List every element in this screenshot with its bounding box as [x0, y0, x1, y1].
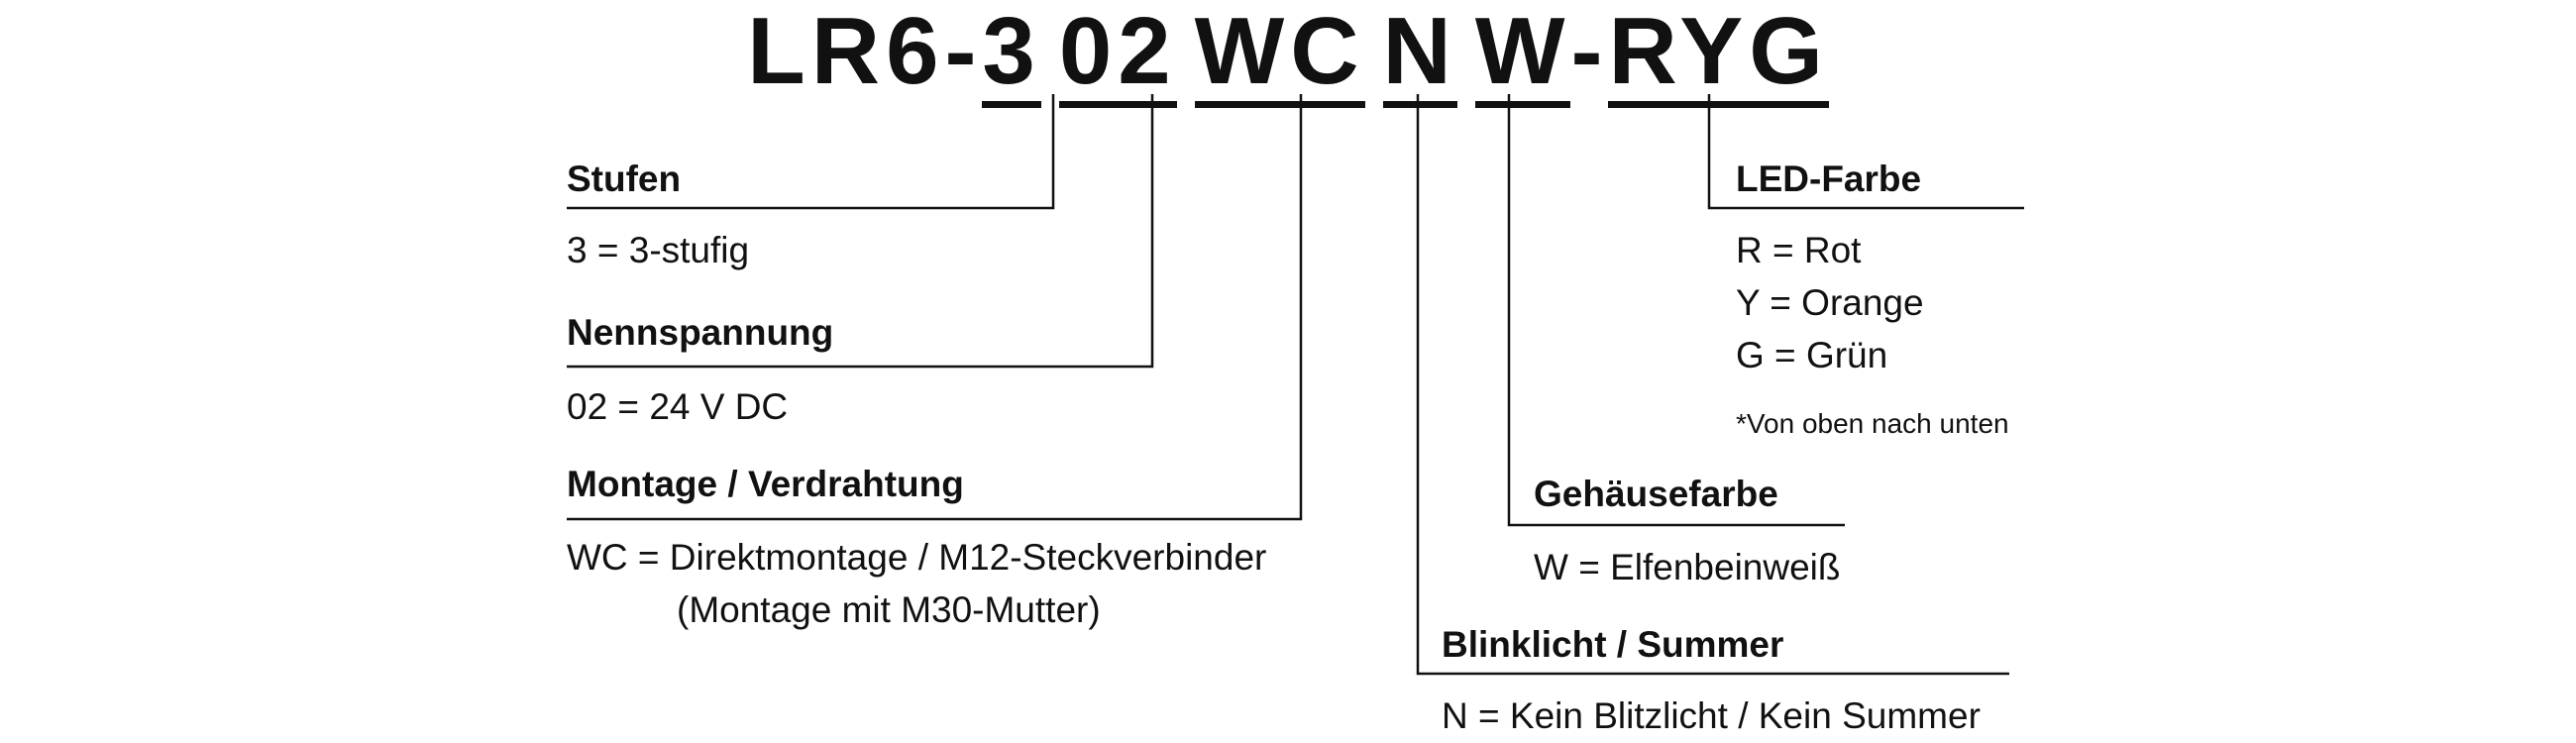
- section-voltage-heading: Nennspannung: [567, 312, 834, 353]
- section-led-heading: LED-Farbe: [1736, 159, 1922, 199]
- model-segment-steps: 3: [982, 4, 1041, 108]
- section-mounting-value-line1: WC = Direktmontage / M12-Steckverbinder: [567, 537, 1267, 578]
- section-mounting-heading: Montage / Verdrahtung: [567, 464, 964, 504]
- model-segment-voltage: 02: [1058, 4, 1177, 108]
- section-housing-value: W = Elfenbeinweiß: [1534, 547, 1841, 587]
- model-dash: -: [1570, 0, 1609, 104]
- connector-flash: [1416, 94, 2009, 676]
- connector-led: [1707, 94, 2024, 210]
- model-segment-led: RYG: [1608, 4, 1829, 108]
- connector-housing: [1507, 94, 1845, 527]
- section-mounting-value-line2: (Montage mit M30-Mutter): [677, 589, 1101, 630]
- section-flash-value: N = Kein Blitzlicht / Kein Summer: [1442, 695, 1981, 736]
- section-steps-value: 3 = 3-stufig: [567, 230, 750, 270]
- section-led-note: *Von oben nach unten: [1736, 408, 2009, 439]
- section-voltage-value: 02 = 24 V DC: [567, 386, 789, 427]
- connector-voltage: [567, 94, 1154, 369]
- section-housing-heading: Gehäusefarbe: [1534, 474, 1778, 514]
- model-segment-housing: W: [1474, 4, 1571, 108]
- connector-mounting: [567, 94, 1303, 521]
- model-prefix: LR6-: [747, 0, 983, 104]
- section-flash-heading: Blinklicht / Summer: [1442, 624, 1784, 665]
- model-segment-flash: N: [1382, 4, 1457, 108]
- model-code: LR6- 3 02 WC N W - RYG: [0, 4, 2576, 108]
- section-led-value-orange: Y = Orange: [1736, 282, 1924, 323]
- section-led-value-green: G = Grün: [1736, 335, 1888, 375]
- model-segment-mounting: WC: [1194, 4, 1365, 108]
- section-led-value-red: R = Rot: [1736, 230, 1862, 270]
- connector-steps: [567, 94, 1055, 210]
- section-steps-heading: Stufen: [567, 159, 682, 199]
